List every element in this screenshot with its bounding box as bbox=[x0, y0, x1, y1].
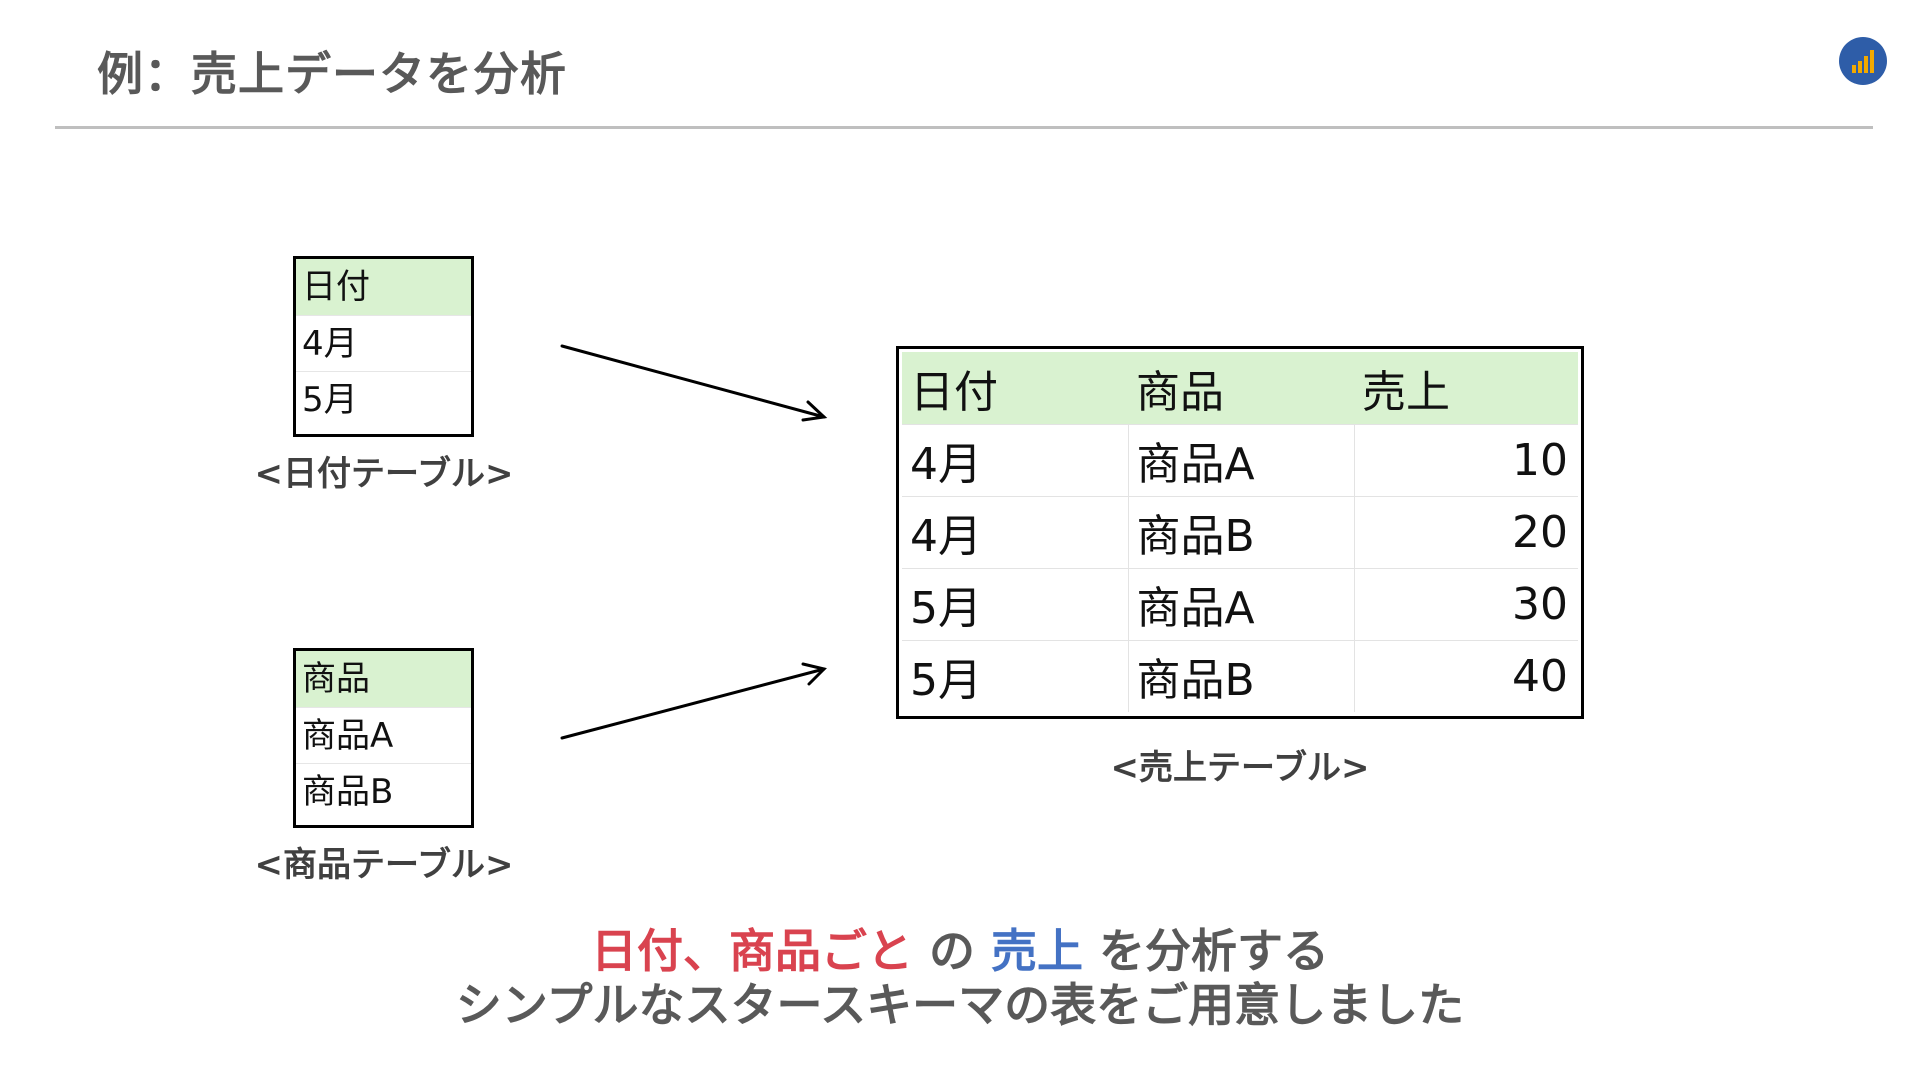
slide-title: 例：売上データを分析 bbox=[97, 47, 567, 101]
column-header-sales: 売上 bbox=[1354, 352, 1578, 424]
summary-text: の bbox=[912, 924, 991, 978]
table-row: 5月 商品B 40 bbox=[902, 639, 1578, 712]
cell-sales: 20 bbox=[1353, 495, 1578, 568]
date-table-header: 日付 bbox=[296, 259, 471, 315]
summary-highlight-dimensions: 日付、商品ごと bbox=[590, 924, 913, 978]
cell-sales: 30 bbox=[1353, 567, 1578, 640]
table-row: 商品A bbox=[296, 707, 471, 763]
cell-sales: 40 bbox=[1353, 639, 1578, 712]
cell-date: 5月 bbox=[902, 567, 1128, 640]
summary-highlight-measure: 売上 bbox=[991, 924, 1083, 978]
cell-product: 商品A bbox=[1127, 423, 1354, 496]
table-row: 4月 bbox=[296, 315, 471, 371]
table-row: 5月 bbox=[296, 371, 471, 427]
cell-date: 5月 bbox=[902, 639, 1128, 712]
bar-chart-logo-icon bbox=[1839, 37, 1887, 85]
arrow-product-to-sales bbox=[560, 662, 827, 740]
cell-product: 商品B bbox=[1127, 495, 1354, 568]
date-table-caption: <日付テーブル> bbox=[254, 454, 514, 494]
cell-date: 4月 bbox=[902, 423, 1128, 496]
title-divider bbox=[55, 126, 1873, 129]
sales-table-caption: <売上テーブル> bbox=[1110, 748, 1370, 788]
product-table-caption: <商品テーブル> bbox=[254, 845, 514, 885]
summary-text: を分析する bbox=[1083, 924, 1330, 978]
cell-date: 4月 bbox=[902, 495, 1128, 568]
summary-line-1: 日付、商品ごと の 売上 を分析する bbox=[0, 923, 1920, 979]
date-table: 日付 4月 5月 bbox=[293, 256, 474, 437]
cell-sales: 10 bbox=[1353, 423, 1578, 496]
table-row: 4月 商品B 20 bbox=[902, 495, 1578, 568]
cell-product: 商品B bbox=[1127, 639, 1354, 712]
cell-product: 商品A bbox=[1127, 567, 1354, 640]
summary-line-2: シンプルなスタースキーマの表をご用意しました bbox=[455, 978, 1465, 1032]
arrow-date-to-sales bbox=[560, 344, 828, 422]
table-row: 5月 商品A 30 bbox=[902, 567, 1578, 640]
column-header-product: 商品 bbox=[1128, 352, 1354, 424]
sales-table-header-row: 日付 商品 売上 bbox=[902, 352, 1578, 424]
table-row: 商品B bbox=[296, 763, 471, 819]
sales-table: 日付 商品 売上 4月 商品A 10 4月 商品B 20 5月 bbox=[896, 346, 1584, 719]
column-header-date: 日付 bbox=[902, 352, 1128, 424]
product-table: 商品 商品A 商品B bbox=[293, 648, 474, 828]
table-row: 4月 商品A 10 bbox=[902, 423, 1578, 496]
product-table-header: 商品 bbox=[296, 651, 471, 707]
